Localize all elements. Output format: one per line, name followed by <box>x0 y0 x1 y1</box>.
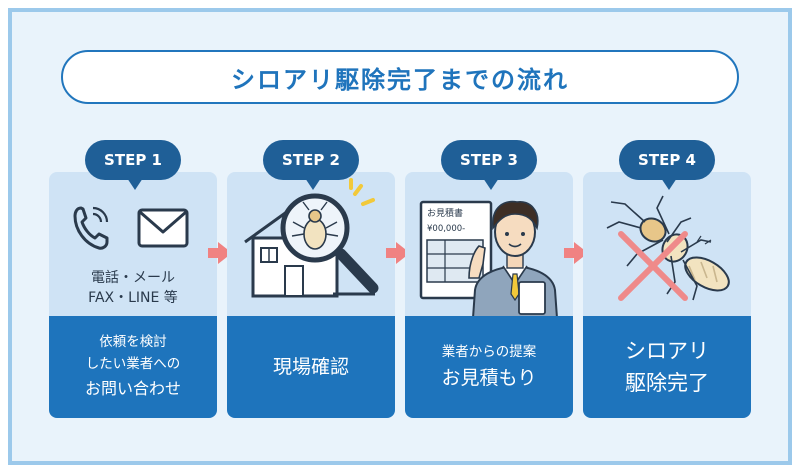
contact-methods-line-1: 電話・メール <box>91 270 175 286</box>
step-1-caption-line-3: お問い合わせ <box>84 379 181 398</box>
step-1-caption-line-1: 依頼を検討 <box>99 334 167 350</box>
step-3-caption: 業者からの提案 お見積もり <box>405 316 573 418</box>
step-1-card: 電話・メール FAX・LINE 等 依頼を検討 したい業者への お問い合わせ <box>49 172 217 418</box>
estimate-document-title: お見積書 <box>427 209 464 219</box>
step-3-caption-line-2: お見積もり <box>441 367 537 389</box>
house-magnifier-icon <box>244 178 379 298</box>
arrow-right-icon <box>564 248 574 258</box>
step-4-card: シロアリ 駆除完了 <box>583 172 751 418</box>
contact-methods-line-2: FAX・LINE 等 <box>88 290 178 306</box>
step-3-card: お見積書 ¥00,000- 業者からの提案 お見積もり <box>405 172 573 418</box>
arrow-right-icon <box>208 248 218 258</box>
mail-icon <box>137 208 189 248</box>
step-2-caption-line-1: 現場確認 <box>272 356 349 378</box>
step-2-badge: STEP 2 <box>263 140 359 190</box>
step-4-caption-line-1: シロアリ <box>625 339 709 363</box>
arrow-right-icon <box>386 248 396 258</box>
phone-icon <box>73 206 109 250</box>
step-4-illustration-area <box>583 172 751 316</box>
step-2-illustration-area <box>227 172 395 316</box>
step-4-badge: STEP 4 <box>619 140 715 190</box>
step-3-badge: STEP 3 <box>441 140 537 190</box>
contractor-person-icon <box>468 200 559 319</box>
step-1-illustration-area: 電話・メール FAX・LINE 等 <box>49 172 217 316</box>
estimate-document-amount: ¥00,000- <box>427 224 466 234</box>
step-1-caption-line-2: したい業者への <box>85 356 181 372</box>
cross-mark-icon <box>618 231 688 301</box>
step-1-caption: 依頼を検討 したい業者への お問い合わせ <box>49 316 217 418</box>
step-1-badge: STEP 1 <box>85 140 181 190</box>
page-title: シロアリ駆除完了までの流れ <box>61 50 739 104</box>
step-3-illustration-area: お見積書 ¥00,000- <box>405 172 573 319</box>
step-3-caption-line-1: 業者からの提案 <box>441 344 537 360</box>
step-4-caption: シロアリ 駆除完了 <box>583 316 751 418</box>
step-2-card: 現場確認 <box>227 172 395 418</box>
step-4-caption-line-2: 駆除完了 <box>625 371 709 395</box>
contact-methods: 電話・メール FAX・LINE 等 <box>49 268 217 308</box>
step-2-caption: 現場確認 <box>227 316 395 418</box>
